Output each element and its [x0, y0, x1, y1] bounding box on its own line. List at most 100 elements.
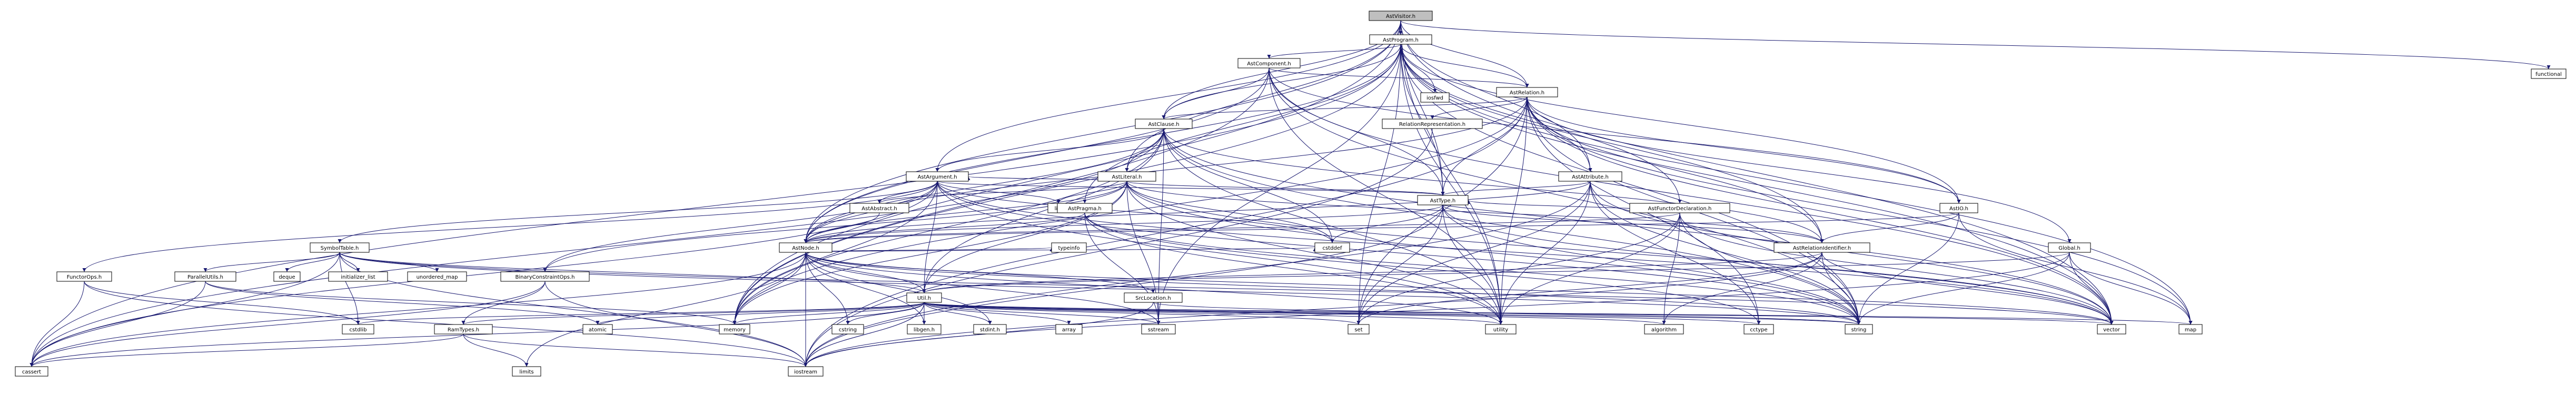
node-parallelutils[interactable]: ParallelUtils.h — [174, 271, 236, 282]
node-label-cstring: cstring — [839, 327, 857, 333]
include-edge-astvisitor-to-astargument — [935, 20, 1401, 172]
node-label-astrelation: AstRelation.h — [1510, 90, 1544, 96]
node-label-limits: limits — [519, 369, 533, 375]
node-string: string — [1845, 324, 1873, 335]
node-label-astattribute: AstAttribute.h — [1572, 174, 1609, 180]
node-box-limits — [512, 366, 541, 377]
include-edge-astvisitor-to-astattribute — [1400, 20, 1592, 172]
node-box-astio — [1939, 203, 1978, 213]
node-iosfwd: iosfwd — [1420, 92, 1450, 103]
node-label-atomic: atomic — [589, 327, 607, 333]
include-edge-util-to-sstream — [924, 302, 1161, 325]
include-edge-astcomponent-to-vector — [1269, 67, 2114, 325]
node-label-global: Global.h — [2058, 245, 2080, 251]
node-util[interactable]: Util.h — [906, 292, 942, 303]
include-edge-astliteral-to-memory — [732, 181, 1127, 325]
node-label-astpragma: AstPragma.h — [1068, 206, 1102, 212]
node-astattribute[interactable]: AstAttribute.h — [1558, 171, 1622, 182]
node-label-set: set — [1354, 327, 1362, 333]
node-label-parallelutils: ParallelUtils.h — [187, 274, 223, 280]
node-label-utility: utility — [1493, 327, 1509, 333]
include-edge-astvisitor-to-asttype — [1400, 20, 1445, 196]
node-relrep[interactable]: RelationRepresentation.h — [1382, 119, 1483, 129]
node-ramtypes[interactable]: RamTypes.h — [434, 324, 493, 335]
include-edge-astargument-to-utility — [937, 181, 1503, 325]
node-astrelid[interactable]: AstRelationIdentifier.h — [1774, 242, 1870, 253]
node-astvisitor[interactable]: AstVisitor.h — [1369, 11, 1433, 21]
node-astclause[interactable]: AstClause.h — [1135, 119, 1193, 129]
node-box-astvisitor — [1369, 11, 1433, 21]
node-astprogram[interactable]: AstProgram.h — [1369, 34, 1432, 45]
include-edge-astclause-to-cassert — [29, 128, 1164, 367]
include-edge-astprogram-to-memory — [732, 44, 1401, 325]
node-cstring: cstring — [831, 324, 864, 335]
include-edge-astvisitor-to-astclause — [1162, 20, 1401, 120]
node-astpragma[interactable]: AstPragma.h — [1057, 203, 1113, 213]
node-cstdlib: cstdlib — [342, 324, 374, 335]
node-label-astio: AstIO.h — [1949, 206, 1968, 212]
include-edge-astcomponent-to-string — [1269, 67, 1861, 325]
node-astrelation[interactable]: AstRelation.h — [1496, 87, 1558, 97]
include-edge-util-to-utility — [924, 302, 1503, 325]
include-edge-util-to-cassert — [29, 302, 925, 367]
include-edge-astrelid-to-algorithm — [1662, 252, 1822, 325]
node-astnode[interactable]: AstNode.h — [779, 242, 833, 253]
node-functorops[interactable]: FunctorOps.h — [56, 271, 112, 282]
node-srclocation[interactable]: SrcLocation.h — [1124, 292, 1183, 303]
node-box-initializer_list — [328, 271, 388, 282]
node-label-astvisitor: AstVisitor.h — [1386, 14, 1415, 19]
include-edge-symboltable-to-string — [339, 252, 1861, 325]
include-edge-astio-to-map — [1958, 212, 2193, 325]
node-atomic: atomic — [582, 324, 613, 335]
include-edge-astfunctordecl-to-astnode — [804, 212, 1680, 243]
node-box-atomic — [582, 324, 613, 335]
include-edge-astprogram-to-map — [1400, 44, 2193, 325]
node-astabstract[interactable]: AstAbstract.h — [849, 203, 909, 213]
node-global[interactable]: Global.h — [2048, 242, 2091, 253]
node-label-cassert: cassert — [22, 369, 41, 375]
node-label-util: Util.h — [917, 296, 931, 301]
node-box-astclause — [1135, 119, 1193, 129]
include-edge-astnode-to-srclocation — [805, 252, 1155, 293]
node-label-stdint: stdint.h — [980, 327, 1000, 333]
node-astfunctordecl[interactable]: AstFunctorDeclaration.h — [1629, 203, 1730, 213]
node-label-algorithm: algorithm — [1651, 327, 1677, 333]
include-edge-symboltable-to-parallelutils — [203, 252, 340, 272]
node-box-astpragma — [1057, 203, 1113, 213]
node-binconstraint[interactable]: BinaryConstraintOps.h — [500, 271, 590, 282]
include-edge-astprogram-to-string — [1400, 44, 1861, 325]
include-edge-symboltable-to-deque — [285, 252, 340, 272]
node-astargument[interactable]: AstArgument.h — [906, 171, 969, 182]
include-edge-astvisitor-to-astrelation — [1400, 20, 1529, 88]
include-edge-astargument-to-util — [922, 181, 938, 293]
node-astliteral[interactable]: AstLiteral.h — [1097, 171, 1156, 182]
node-astcomponent[interactable]: AstComponent.h — [1237, 58, 1301, 68]
node-array: array — [1055, 324, 1083, 335]
node-label-cstdlib: cstdlib — [350, 327, 367, 333]
node-symboltable[interactable]: SymbolTable.h — [310, 242, 370, 253]
node-cassert: cassert — [15, 366, 48, 377]
node-map: map — [2178, 324, 2203, 335]
node-label-binconstraint: BinaryConstraintOps.h — [516, 274, 575, 280]
node-astio[interactable]: AstIO.h — [1939, 203, 1978, 213]
node-label-iosfwd: iosfwd — [1426, 95, 1443, 101]
node-box-binconstraint — [500, 271, 590, 282]
include-edge-util-to-cstdlib — [356, 302, 925, 325]
include-edge-astnode-to-limits — [524, 252, 806, 367]
include-edge-astnode-to-libgen — [805, 252, 926, 325]
include-edge-astattribute-to-asttype — [1441, 181, 1591, 196]
include-edge-astargument-to-binconstraint — [543, 181, 938, 272]
node-asttype[interactable]: AstType.h — [1417, 195, 1469, 205]
node-label-unordered_map: unordered_map — [417, 274, 458, 280]
include-edge-functorops-to-iostream — [84, 281, 808, 367]
include-edge-astclause-to-astrelid — [1163, 128, 1824, 243]
include-edge-astclause-to-sstream — [1156, 128, 1164, 325]
node-label-astargument: AstArgument.h — [917, 174, 957, 180]
include-edge-asttype-to-vector — [1442, 204, 2114, 325]
node-limits: limits — [512, 366, 541, 377]
node-box-cstring — [831, 324, 864, 335]
node-box-util — [906, 292, 942, 303]
include-edge-symboltable-to-util — [339, 252, 926, 293]
include-edge-util-to-atomic — [596, 302, 925, 325]
include-edge-global-to-util — [922, 252, 2070, 293]
